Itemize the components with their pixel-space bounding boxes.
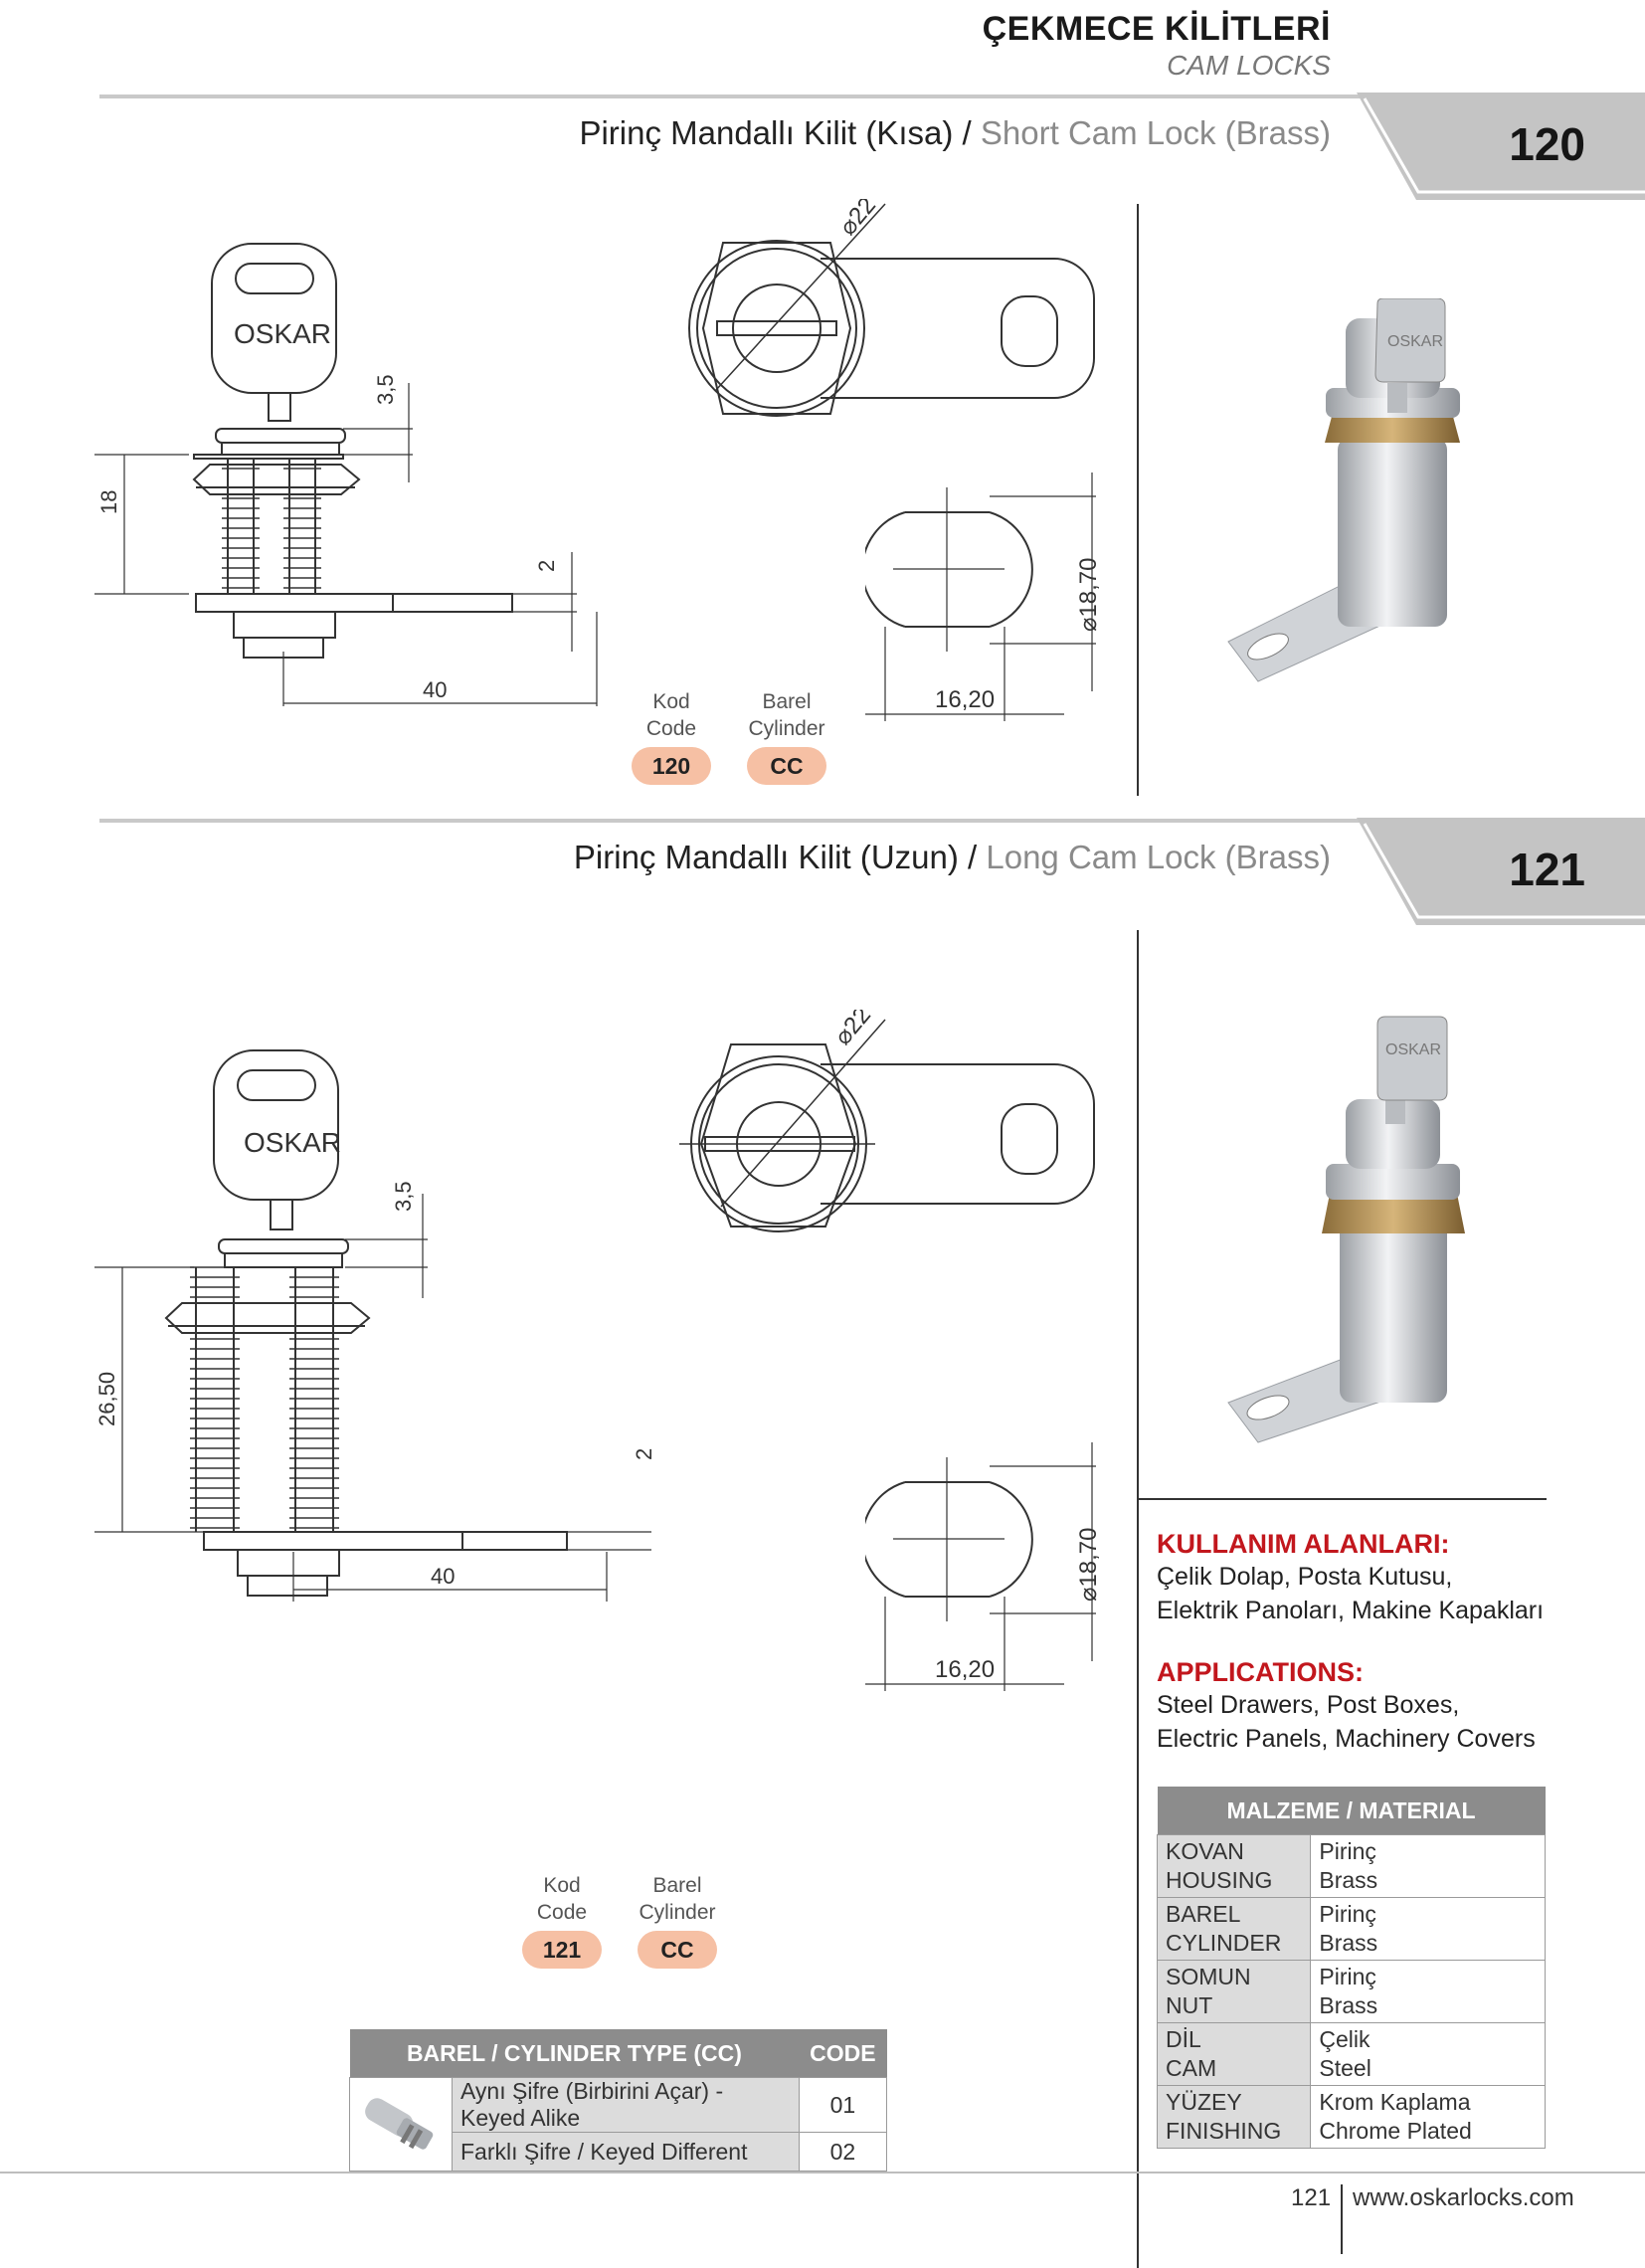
section-number-tab xyxy=(1357,93,1645,200)
cylinder-badge: CC xyxy=(638,1931,717,1969)
cylinder-table-code-header: CODE xyxy=(799,2029,887,2078)
column-separator xyxy=(1139,1498,1547,1500)
footer-divider xyxy=(0,2172,1645,2174)
footer-separator xyxy=(1341,2184,1343,2254)
dim-height: 18 xyxy=(96,490,121,514)
section-number: 121 xyxy=(1509,844,1585,895)
dim-width: 16,20 xyxy=(935,1656,995,1683)
applications-block: KULLANIM ALANLARI: Çelik Dolap, Posta Ku… xyxy=(1157,1529,1554,1756)
dim-length: 40 xyxy=(431,1564,455,1589)
code-badge: 120 xyxy=(632,747,711,785)
dim-cam: 2 xyxy=(534,560,559,572)
table-row: Farklı Şifre / Keyed Different 02 xyxy=(350,2132,888,2172)
section-number: 120 xyxy=(1509,118,1585,170)
brand-mark: OSKAR xyxy=(244,1127,341,1158)
dim-diameter: ⌀22 xyxy=(829,1010,876,1050)
section-title: Pirinç Mandallı Kilit (Uzun) / Long Cam … xyxy=(574,839,1331,876)
applications-line: Electric Panels, Machinery Covers xyxy=(1157,1725,1536,1753)
brand-mark: OSKAR xyxy=(1385,1041,1441,1058)
column-divider xyxy=(1137,930,1139,2268)
length-dimension: 40 xyxy=(292,1552,608,1602)
brand-mark: OSKAR xyxy=(234,318,331,349)
page-subtitle: CAM LOCKS xyxy=(1167,50,1331,81)
cylinder-badge: CC xyxy=(747,747,826,785)
front-view-drawing: ⌀22 xyxy=(679,1010,1095,1232)
dim-diameter: ⌀22 xyxy=(834,199,881,241)
page-title: ÇEKMECE KİLİTLERİ xyxy=(982,10,1331,48)
code-badge: 121 xyxy=(522,1931,602,1969)
section-divider xyxy=(99,94,1382,98)
column-divider xyxy=(1137,204,1139,796)
section-title: Pirinç Mandallı Kilit (Kısa) / Short Cam… xyxy=(579,114,1331,152)
dim-face: ⌀18,70 xyxy=(1075,557,1102,632)
cam-end-view-drawing: ⌀18,70 16,20 xyxy=(865,472,1102,721)
brand-mark: OSKAR xyxy=(1387,333,1443,350)
dim-cam: 2 xyxy=(632,1448,651,1460)
dim-face: ⌀18,70 xyxy=(1075,1527,1102,1602)
dim-length: 40 xyxy=(423,677,447,702)
side-view-drawing: 26,50 3,5 2 OSKAR xyxy=(94,1049,651,1597)
front-view-drawing: ⌀22 xyxy=(688,199,1095,417)
applications-line: Steel Drawers, Post Boxes, xyxy=(1157,1691,1460,1719)
cylinder-type-table: BAREL / CYLINDER TYPE (CC) CODE Aynı Şif… xyxy=(349,2029,888,2172)
dim-width: 16,20 xyxy=(935,686,995,713)
page-number: 121 xyxy=(1291,2184,1332,2211)
section-title-en: Short Cam Lock (Brass) xyxy=(980,114,1331,151)
section-title-en: Long Cam Lock (Brass) xyxy=(986,839,1331,875)
applications-line: Çelik Dolap, Posta Kutusu, xyxy=(1157,1563,1453,1591)
cylinder-key-icon xyxy=(349,2077,453,2172)
dim-height: 26,50 xyxy=(94,1372,119,1426)
product-photo: OSKAR xyxy=(1227,298,1460,682)
section-title-tr: Pirinç Mandallı Kilit (Uzun) / xyxy=(573,839,978,875)
dim-key: 3,5 xyxy=(391,1181,416,1212)
cylinder-table-header: BAREL / CYLINDER TYPE (CC) xyxy=(349,2029,800,2078)
cam-end-view-drawing: ⌀18,70 16,20 xyxy=(865,1442,1102,1691)
applications-head-tr: KULLANIM ALANLARI: xyxy=(1157,1529,1450,1559)
section-title-tr: Pirinç Mandallı Kilit (Kısa) / xyxy=(579,114,972,151)
section-number-tab xyxy=(1357,818,1645,925)
dim-key: 3,5 xyxy=(373,374,398,405)
applications-line: Elektrik Panoları, Makine Kapakları xyxy=(1157,1597,1545,1624)
product-photo: OSKAR xyxy=(1227,1016,1465,1443)
section-divider xyxy=(99,819,1382,823)
side-view-drawing: 18 3,5 2 40 OSKAR xyxy=(94,243,598,706)
applications-head-en: APPLICATIONS: xyxy=(1157,1657,1364,1687)
table-row: Aynı Şifre (Birbirini Açar) - Keyed Alik… xyxy=(349,2077,888,2172)
footer-url[interactable]: www.oskarlocks.com xyxy=(1353,2184,1574,2211)
material-table-header: MALZEME / MATERIAL xyxy=(1157,1787,1546,1835)
